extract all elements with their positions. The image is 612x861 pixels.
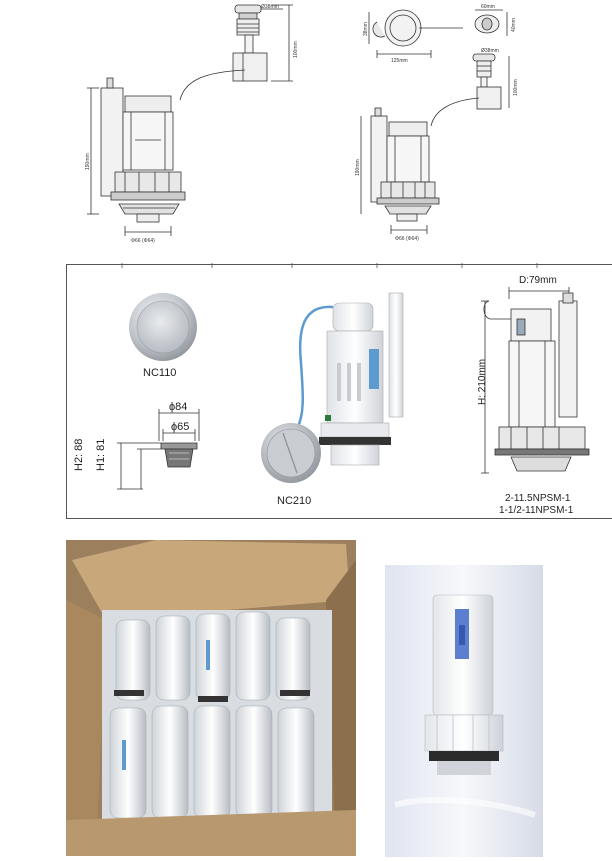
thread-spec-2: 1-1/2-11NPSM-1 — [499, 505, 574, 516]
dim-valve-height-left: 190mm — [85, 153, 91, 170]
nc110-label: NC110 — [143, 367, 177, 379]
dim-button-height-right: 100mm — [513, 79, 519, 96]
dim-base-dia-right: Φ66 (Φ64) — [395, 236, 419, 242]
valve-dimension-drawing — [481, 287, 590, 474]
bagged-valve-photo — [385, 565, 543, 857]
nc210-valve-image — [261, 292, 404, 483]
thread-spec-1: 2-11.5NPSM-1 — [505, 493, 571, 504]
dim-button-dia-right: Ø38mm — [481, 48, 499, 54]
dim-depth: D:79mm — [519, 275, 557, 286]
packed-box-photo — [66, 540, 356, 856]
nc210-label: NC210 — [277, 495, 312, 507]
box-illustration — [66, 540, 356, 856]
dim-valve-height-right: 190mm — [355, 159, 361, 176]
dim-h2: H2: 88 — [73, 438, 85, 471]
dim-outer-diameter: ϕ84 — [169, 401, 188, 413]
technical-drawing-right: 60mm 40mm 38mm 125mm Ø38mm 100mm 190mm Φ… — [355, 4, 519, 242]
dim-button-dia-left: Ø38mm — [261, 4, 279, 10]
dim-float-left-height: 38mm — [363, 22, 369, 36]
dim-inner-diameter: ϕ65 — [171, 421, 190, 433]
dim-float-right-height: 40mm — [511, 18, 517, 32]
dim-float-width: 60mm — [481, 4, 495, 10]
nc110-dimension-drawing — [117, 409, 200, 490]
nc110-button-image — [129, 293, 197, 361]
dim-h1: H1: 81 — [95, 438, 107, 471]
bagged-valve-illustration — [385, 565, 543, 857]
panel-top-ruler — [121, 263, 538, 268]
dim-height: H: 210mm — [477, 358, 488, 405]
product-specification-panel: NC110 ϕ84 ϕ65 H2: 88 H1: 81 — [66, 263, 612, 519]
dim-base-dia-left: Φ66 (Φ64) — [131, 238, 155, 244]
dim-cable-length: 125mm — [391, 58, 408, 64]
technical-drawing-left: Ø38mm 100mm 190mm Φ66 (Φ64) — [85, 4, 299, 244]
dim-button-height-left: 100mm — [293, 41, 299, 58]
